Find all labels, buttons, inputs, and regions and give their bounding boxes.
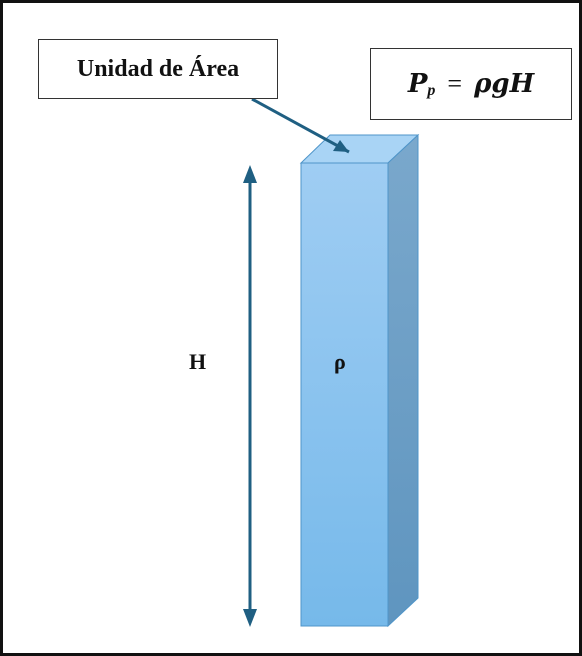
unit-area-label: Unidad de Área [76, 55, 240, 82]
formula-pressure-symbol: P [407, 69, 428, 99]
area-pointer-arrowhead [333, 140, 349, 152]
height-arrowhead-bottom [243, 609, 257, 627]
density-label: ρ [334, 349, 346, 374]
unit-area-label-box: Unidad de Área [38, 39, 278, 99]
formula-pressure-subscript: p [427, 82, 436, 99]
height-label: H [189, 349, 207, 374]
prism-side-face [387, 133, 419, 628]
formula-rhs: ρgH [474, 69, 535, 99]
formula-equals: = [447, 69, 463, 98]
area-pointer-arrow [251, 97, 350, 154]
height-arrowhead-top [243, 165, 257, 183]
prism-front-face [300, 162, 389, 627]
